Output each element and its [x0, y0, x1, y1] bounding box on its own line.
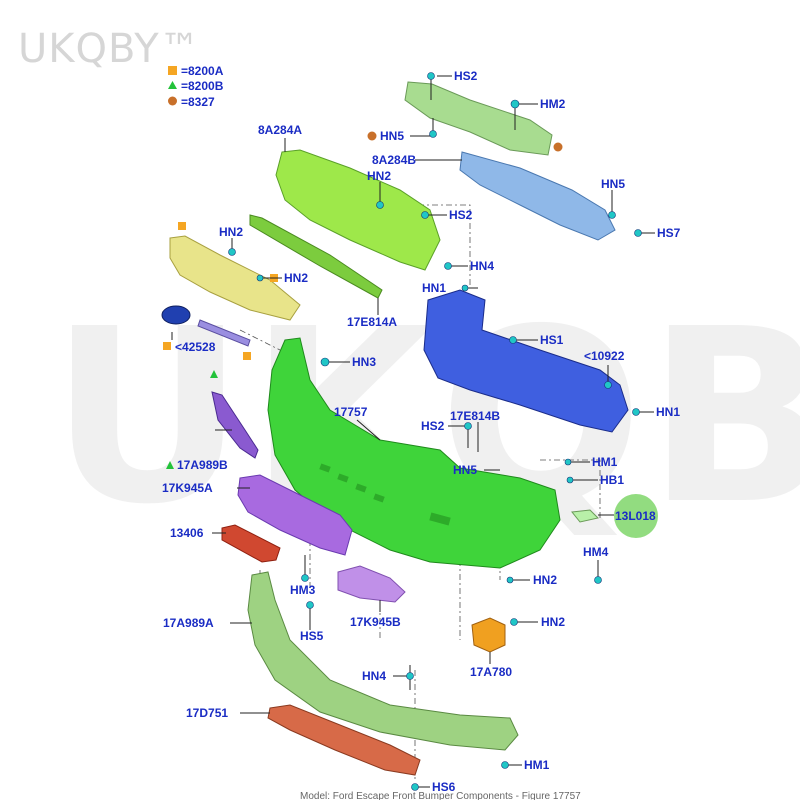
bracket-17a989b-part[interactable]: [211, 391, 259, 459]
label-hm2-top[interactable]: HM2: [540, 97, 566, 111]
legend-triangle-marker: [168, 81, 177, 89]
marker-square-icon: [178, 222, 186, 230]
label-17k945a[interactable]: 17K945A: [162, 481, 213, 495]
part-labels: HS2 HM2 HN5 8A284A 8A284B HN2 HS2 HN5 HS…: [162, 69, 681, 794]
marker-square-icon: [243, 352, 251, 360]
label-hs7[interactable]: HS7: [657, 226, 681, 240]
upper-absorber-part[interactable]: [404, 81, 553, 156]
label-hm3[interactable]: HM3: [290, 583, 316, 597]
lower-grille-17k945b-part[interactable]: [337, 565, 406, 603]
label-hn3[interactable]: HN3: [352, 355, 376, 369]
label-hb1[interactable]: HB1: [600, 473, 624, 487]
legend: =8200A =8200B =8327: [168, 64, 224, 109]
label-hn5-top[interactable]: HN5: [380, 129, 404, 143]
grille-8a284a-part[interactable]: [275, 149, 441, 271]
lower-valance-17a989a-part[interactable]: [247, 571, 519, 751]
label-hn1-right[interactable]: HN1: [656, 405, 680, 419]
label-hn2-left[interactable]: HN2: [219, 225, 243, 239]
bumper-cover-17757-part[interactable]: [267, 337, 561, 569]
label-hm1-top[interactable]: HM1: [592, 455, 618, 469]
label-hs2-top[interactable]: HS2: [454, 69, 478, 83]
part-13l018-shape: [571, 509, 599, 523]
label-17757[interactable]: 17757: [334, 405, 368, 419]
label-hn2-left2[interactable]: HN2: [284, 271, 308, 285]
legend-circle-marker: [168, 96, 177, 106]
label-17a780[interactable]: 17A780: [470, 665, 512, 679]
label-42528[interactable]: <42528: [175, 340, 216, 354]
lower-grille-17k945a-part[interactable]: [237, 474, 353, 556]
label-hm4[interactable]: HM4: [583, 545, 609, 559]
strip-17e814a-part[interactable]: [249, 214, 383, 299]
label-17k945b[interactable]: 17K945B: [350, 615, 401, 629]
label-hs5[interactable]: HS5: [300, 629, 324, 643]
part-13l018-marker[interactable]: [614, 494, 658, 538]
marker-square-icon: [163, 342, 171, 350]
marker-circle-icon: [367, 131, 377, 141]
label-8a284a[interactable]: 8A284A: [258, 123, 302, 137]
label-hn2-foglamp[interactable]: HN2: [541, 615, 565, 629]
label-hs1[interactable]: HS1: [540, 333, 564, 347]
marker-circle-icon: [553, 142, 563, 152]
legend-label-8200b: =8200B: [181, 79, 224, 93]
label-17e814a[interactable]: 17E814A: [347, 315, 397, 329]
upper-grille-yellow-part[interactable]: [169, 235, 301, 321]
label-hn5-bumper[interactable]: HN5: [453, 463, 477, 477]
label-17d751[interactable]: 17D751: [186, 706, 228, 720]
watermark-top-left: UKQBY™: [18, 26, 201, 72]
label-hn2-grille[interactable]: HN2: [367, 169, 391, 183]
footer-caption: Model: Ford Escape Front Bumper Componen…: [300, 791, 581, 800]
marker-triangle-icon: [166, 461, 174, 469]
label-hn5-right[interactable]: HN5: [601, 177, 625, 191]
label-13l018[interactable]: 13L018: [615, 509, 656, 523]
label-hn1-top[interactable]: HN1: [422, 281, 446, 295]
label-hn4-mid[interactable]: HN4: [470, 259, 494, 273]
label-hs2-mid[interactable]: HS2: [449, 208, 473, 222]
label-hn4-low[interactable]: HN4: [362, 669, 386, 683]
fog-lamp-17a780-part[interactable]: [471, 617, 506, 653]
label-hn2-bumper[interactable]: HN2: [533, 573, 557, 587]
label-hm1-bottom[interactable]: HM1: [524, 758, 550, 772]
reinforcement-beam-10922-part[interactable]: [423, 289, 629, 433]
ford-emblem-icon[interactable]: [161, 305, 191, 325]
label-17a989b[interactable]: 17A989B: [177, 458, 228, 472]
legend-label-8327: =8327: [181, 95, 215, 109]
label-17e814b[interactable]: 17E814B: [450, 409, 500, 423]
clips: [228, 72, 642, 791]
skid-plate-17d751-part[interactable]: [267, 704, 421, 776]
label-hs6[interactable]: HS6: [432, 780, 456, 794]
label-8a284b[interactable]: 8A284B: [372, 153, 416, 167]
absorber-8a284b-part[interactable]: [459, 151, 616, 241]
label-17a989a[interactable]: 17A989A: [163, 616, 214, 630]
label-10922[interactable]: <10922: [584, 349, 625, 363]
legend-label-8200a: =8200A: [181, 64, 224, 78]
bumper-openings: [319, 463, 451, 526]
label-13406[interactable]: 13406: [170, 526, 204, 540]
label-hs2-bumper[interactable]: HS2: [421, 419, 445, 433]
trim-strip-purple-part[interactable]: [197, 319, 251, 347]
legend-square-marker: [168, 66, 177, 75]
part-13406-red-strip[interactable]: [221, 524, 281, 563]
marker-triangle-icon: [210, 370, 218, 378]
